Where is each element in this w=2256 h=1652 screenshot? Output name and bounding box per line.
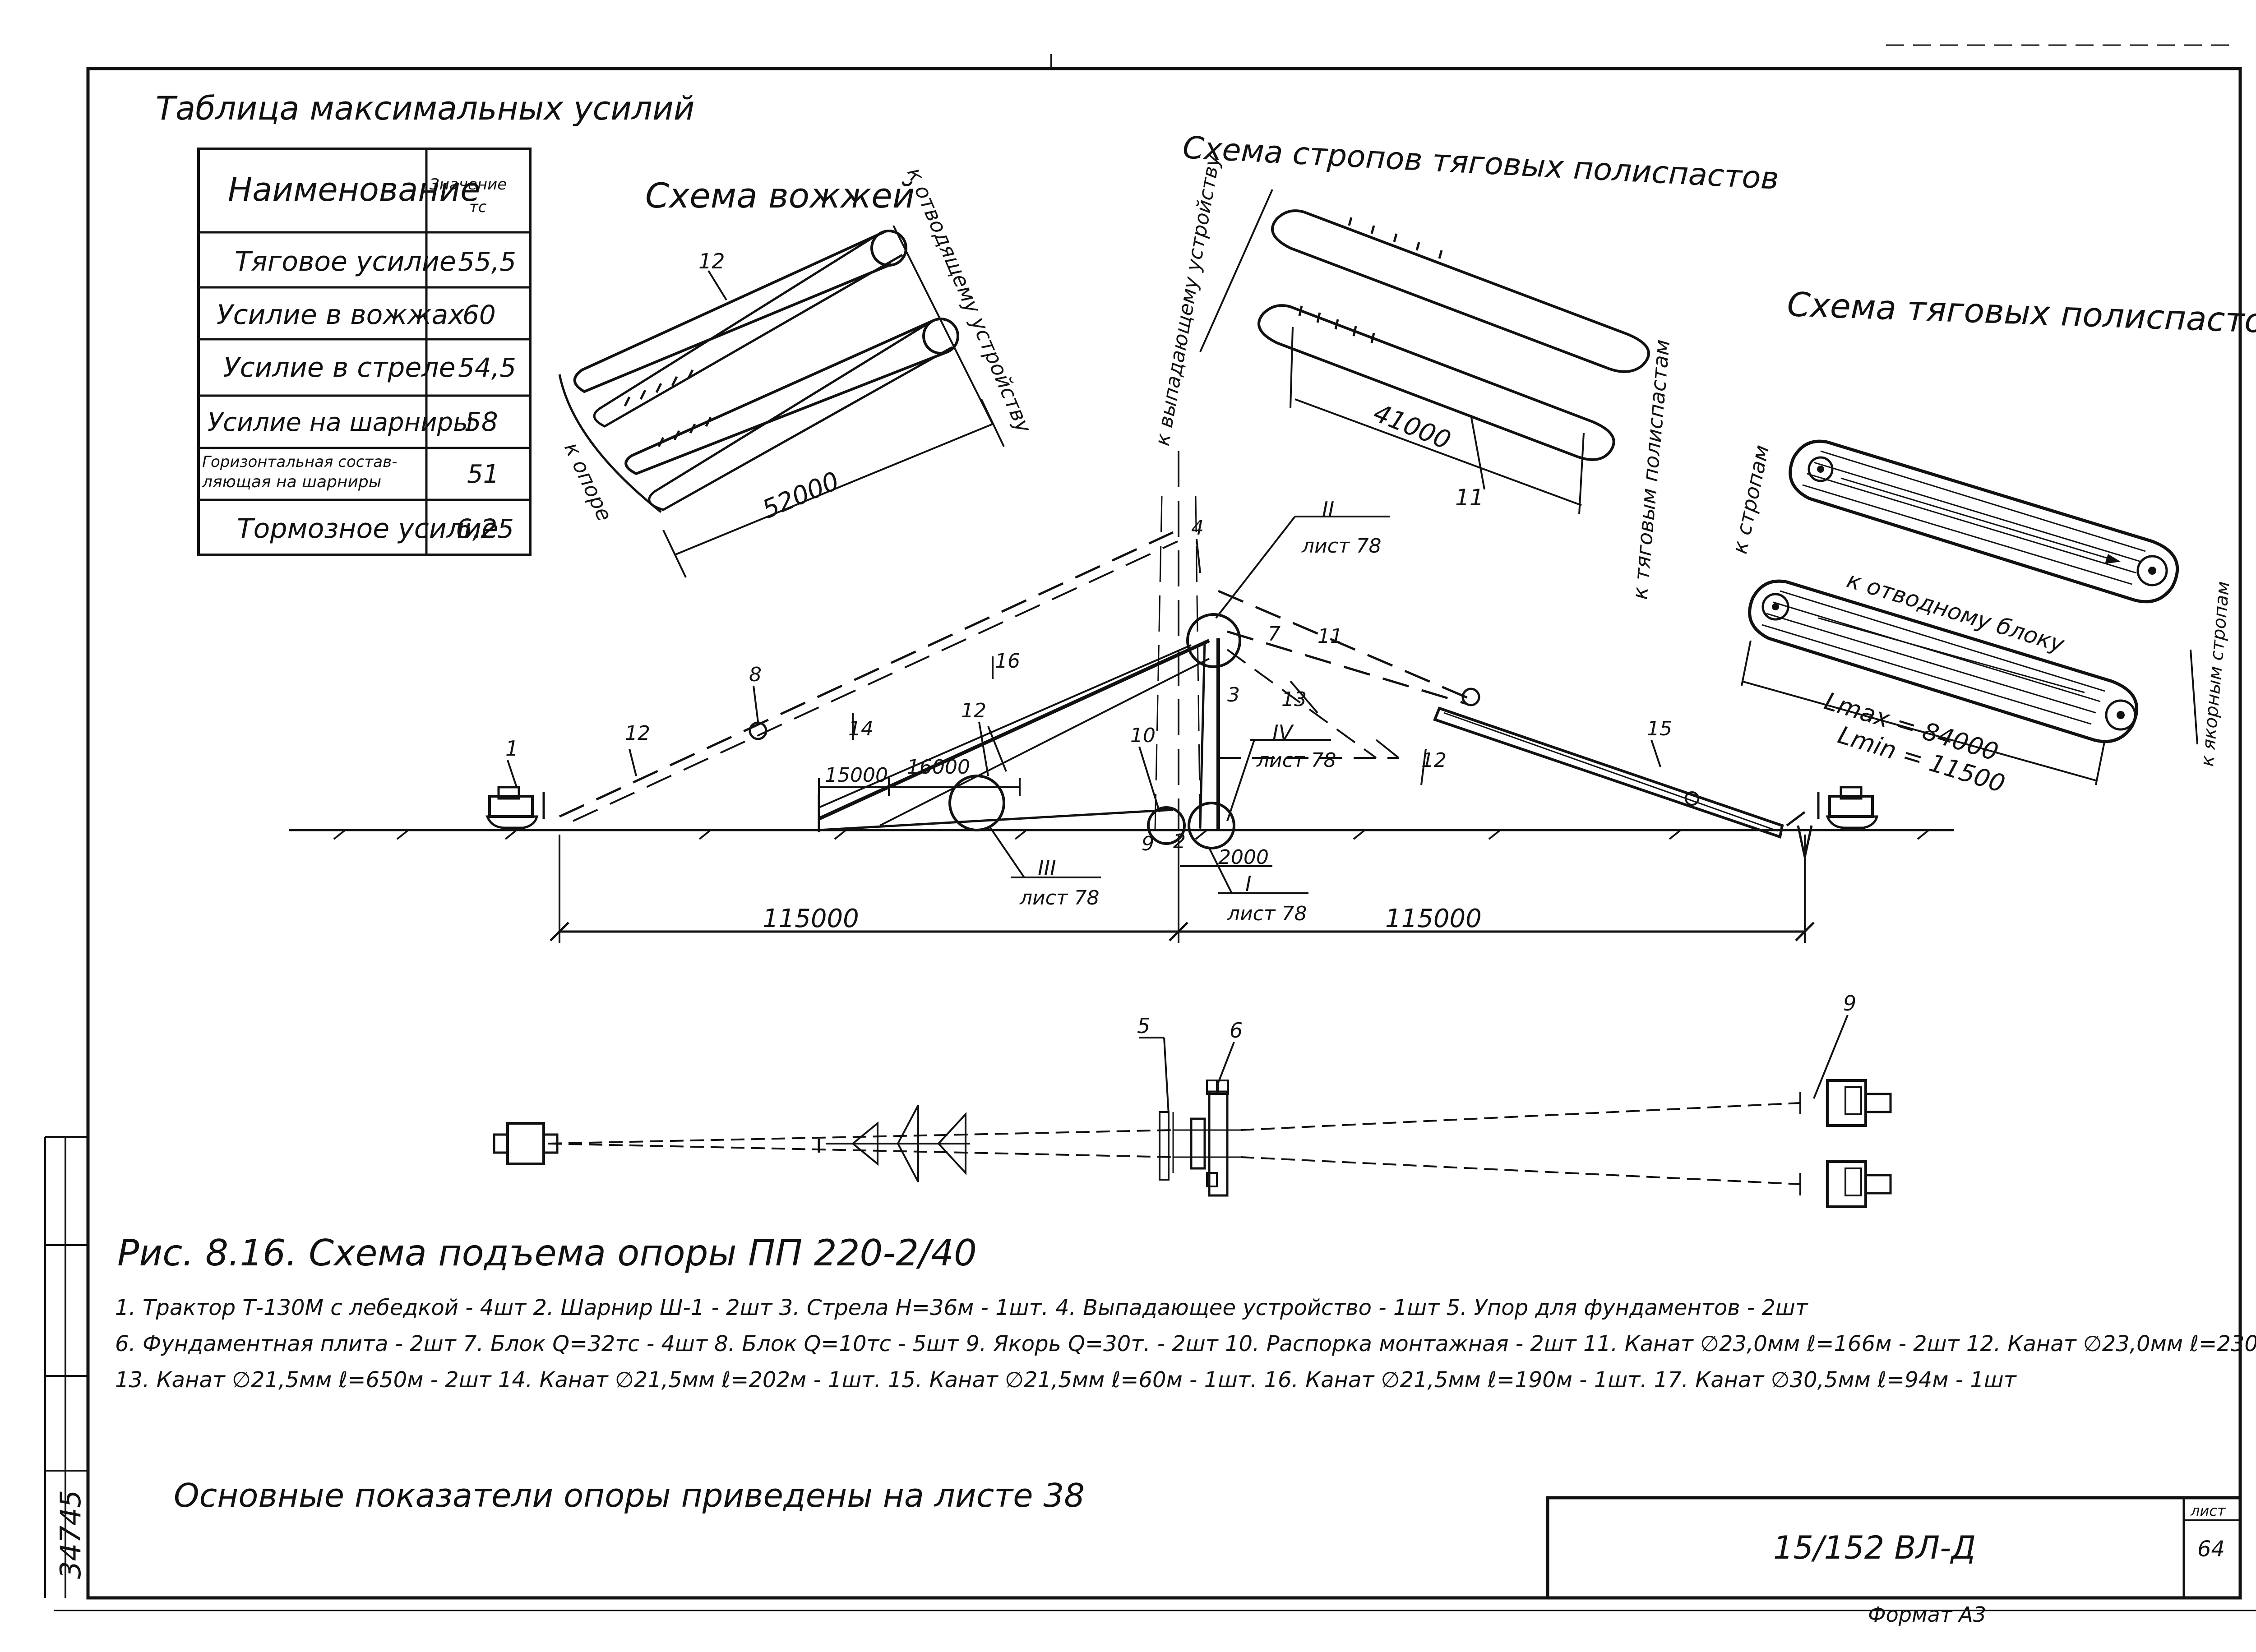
title-block-code: 15/152 ВЛ-Д xyxy=(1773,1529,1976,1566)
slings-label-right: к тяговым полиспастам xyxy=(1627,338,1674,600)
table-row-value: 58 xyxy=(465,406,498,437)
forces-table: Таблица максимальных усилий Наименование… xyxy=(156,89,695,556)
table-row-value: 54,5 xyxy=(458,352,516,383)
legend-line-2: 6. Фундаментная плита - 2шт 7. Блок Q=32… xyxy=(115,1331,2256,1357)
dim-115000-right: 115000 xyxy=(1385,904,1482,933)
pulleys-scheme-title: Схема тяговых полиспастов xyxy=(1786,285,2256,341)
pos-11: 11 xyxy=(1318,625,1343,648)
table-row-value: 60 xyxy=(462,300,496,330)
title-block: 15/152 ВЛ-Д лист 64 Формат А3 xyxy=(1546,1496,2242,1627)
pos-3: 3 xyxy=(1227,683,1240,706)
reins-scheme: Схема вожжей 52000 к отводящему устройст… xyxy=(558,164,1036,578)
margin-stamp: 34745 xyxy=(44,1136,88,1598)
pos-9-plan: 9 xyxy=(1843,991,1856,1015)
title-block-sheet-label: лист xyxy=(2190,1502,2226,1519)
table-row-name: Усилие на шарниры xyxy=(208,408,473,437)
pos-16: 16 xyxy=(995,650,1020,673)
table-row-name: Тяговое усилие xyxy=(235,246,456,277)
pos-7: 7 xyxy=(1268,623,1281,646)
plan-view: 5 6 9 xyxy=(493,991,1892,1208)
node-III-sheet: лист 78 xyxy=(1019,886,1100,909)
pos-10: 10 xyxy=(1130,724,1156,747)
pos-12-left: 12 xyxy=(625,722,650,745)
reins-scheme-title: Схема вожжей xyxy=(645,175,915,216)
slings-scheme-title: Схема стропов тяговых полиспастов xyxy=(1182,130,1780,197)
legend-line-3: 13. Канат ∅21,5мм ℓ=650м - 2шт 14. Канат… xyxy=(115,1367,2017,1393)
reins-label-to-support: к опоре xyxy=(559,438,617,525)
table-row-name-line1: Горизонтальная состав- xyxy=(202,453,397,471)
pulleys-label-to-slings: к стропам xyxy=(1727,443,1774,556)
pos-5: 5 xyxy=(1137,1014,1150,1038)
pos-12-mid: 12 xyxy=(961,699,986,722)
pulleys-label-to-block: к отводному блоку xyxy=(1844,567,2068,658)
legend-line-1: 1. Трактор Т-130М с лебедкой - 4шт 2. Ша… xyxy=(115,1295,1809,1320)
node-III: III xyxy=(1038,856,1056,880)
dim-115000-left: 115000 xyxy=(763,904,859,933)
dim-16000: 16000 xyxy=(907,756,970,779)
pos-13: 13 xyxy=(1281,688,1307,711)
title-block-format: Формат А3 xyxy=(1868,1602,1986,1627)
table-header-value-1: Значение xyxy=(430,175,507,194)
reins-label-to-release: к отводящему устройству xyxy=(902,164,1036,437)
node-II-sheet: лист 78 xyxy=(1301,535,1382,558)
pos-15: 15 xyxy=(1647,717,1672,740)
pos-9-elev: 9 xyxy=(1142,832,1154,855)
dim-2000: 2000 xyxy=(1218,846,1269,869)
pos-1: 1 xyxy=(505,736,518,761)
margin-stamp-number: 34745 xyxy=(54,1490,87,1579)
reins-dimension: 52000 xyxy=(758,466,843,524)
table-row-value: 6,25 xyxy=(456,513,514,544)
pos-8: 8 xyxy=(749,663,762,686)
pos-4: 4 xyxy=(1191,517,1204,540)
lifting-elevation: 1 8 12 14 16 3 xyxy=(289,451,1954,943)
slings-label-left: к выпадающему устройству xyxy=(1151,152,1225,448)
title-block-sheet-number: 64 xyxy=(2197,1537,2225,1562)
pulleys-label-to-anchor: к якорным стропам xyxy=(2197,581,2234,767)
table-header-name: Наименование xyxy=(228,171,481,208)
table-row-value: 51 xyxy=(467,460,499,489)
table-row-value: 55,5 xyxy=(458,246,516,277)
pos-6: 6 xyxy=(1230,1018,1243,1043)
node-II: II xyxy=(1322,497,1334,521)
pulleys-scheme: Схема тяговых полиспастов к стропам к от… xyxy=(1727,285,2256,798)
reins-pos: 12 xyxy=(698,249,725,273)
table-row-name: Усилие в вожжах xyxy=(217,299,464,331)
node-IV: IV xyxy=(1272,720,1294,745)
slings-pos: 11 xyxy=(1455,485,1484,511)
table-row-name: Усилие в стреле xyxy=(223,352,456,383)
figure-caption: Рис. 8.16. Схема подъема опоры ПП 220-2/… xyxy=(117,1232,977,1274)
slings-scheme: Схема стропов тяговых полиспастов 41000 … xyxy=(1151,130,1780,600)
forces-table-title: Таблица максимальных усилий xyxy=(156,89,695,127)
table-row-name: Тормозное усилие xyxy=(237,513,498,545)
node-IV-sheet: лист 78 xyxy=(1256,749,1336,772)
sheet-frame xyxy=(54,44,2256,1611)
node-I: I xyxy=(1245,872,1252,896)
table-row-name-line2: ляющая на шарниры xyxy=(202,473,381,491)
node-I-sheet: лист 78 xyxy=(1227,902,1307,925)
note-main-indicators: Основные показатели опоры приведены на л… xyxy=(174,1477,1085,1514)
table-header-value-2: тс xyxy=(469,198,487,216)
dim-15000: 15000 xyxy=(825,764,888,787)
